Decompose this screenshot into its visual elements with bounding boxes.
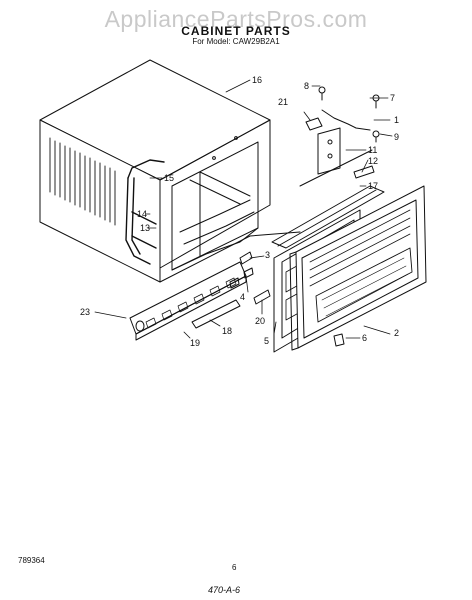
callout-2: 2 — [394, 328, 399, 338]
front-grille — [289, 185, 427, 351]
callout-1: 1 — [394, 115, 399, 125]
top-hardware — [299, 109, 375, 187]
callout-6: 6 — [362, 333, 367, 343]
watermark: AppliancePartsPros.com — [104, 6, 368, 32]
callout-14: 14 — [137, 209, 147, 219]
callout-4: 4 — [240, 292, 245, 302]
callout-8: 8 — [304, 81, 309, 91]
cabinet-shell — [39, 59, 301, 283]
clips — [229, 251, 271, 305]
callout-5: 5 — [264, 336, 269, 346]
callout-18: 18 — [222, 326, 232, 336]
side-seal-strips — [125, 159, 165, 265]
page-title: CABINET PARTS — [181, 24, 291, 38]
callout-9: 9 — [394, 132, 399, 142]
callout-15: 15 — [164, 173, 174, 183]
callout-16: 16 — [252, 75, 262, 85]
callout-20: 20 — [255, 316, 265, 326]
callout-3: 3 — [265, 250, 270, 260]
base-track — [271, 185, 385, 249]
document-number: 789364 — [18, 556, 45, 565]
callout-23: 23 — [80, 307, 90, 317]
handwritten-note: 470-A-6 — [208, 585, 241, 595]
callout-17: 17 — [368, 181, 378, 191]
page-number: 6 — [232, 563, 237, 572]
page-subtitle: For Model: CAW29B2A1 — [192, 37, 280, 46]
callout-21: 21 — [278, 97, 288, 107]
callout-19: 19 — [190, 338, 200, 348]
callout-13: 13 — [140, 223, 150, 233]
leader-lines — [94, 79, 393, 339]
callout-7: 7 — [390, 93, 395, 103]
callout-labels: 1 2 3 4 5 6 7 8 9 11 12 13 14 15 16 17 1… — [80, 75, 399, 348]
drain-strip — [191, 299, 241, 329]
screws — [318, 86, 380, 347]
callout-11: 11 — [368, 145, 377, 155]
callout-12: 12 — [368, 156, 378, 166]
cabinet-louvers — [49, 137, 116, 226]
